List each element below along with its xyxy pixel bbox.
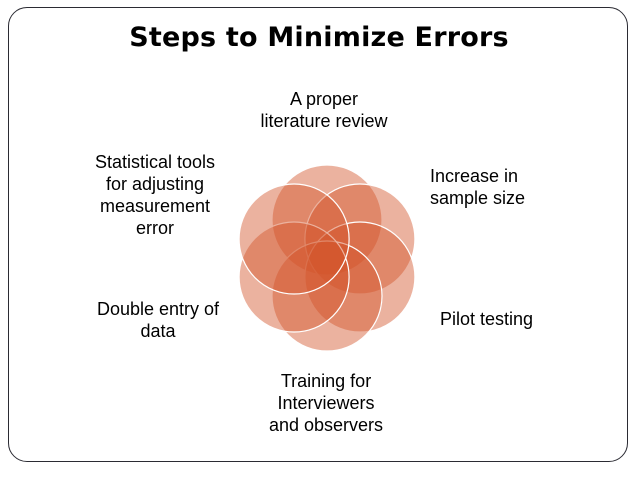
label-statistical-tools-for-adjusting-measurement-error: Statistical tools for adjusting measurem…: [72, 151, 238, 239]
venn-petal-5: [238, 221, 350, 333]
venn-petal-2: [304, 183, 416, 295]
slide-frame: [8, 7, 628, 462]
label-line: error: [135, 218, 174, 238]
label-line: Interviewers: [277, 393, 375, 413]
label-training-for-interviewers-and-observers: Training for Interviewers and observers: [226, 370, 426, 436]
label-line: Training for: [280, 371, 372, 391]
label-line: and observers: [268, 415, 384, 435]
venn-diagram: [232, 163, 422, 353]
label-line: measurement: [99, 196, 211, 216]
label-line: Increase in: [430, 166, 519, 186]
label-line: Double entry of: [96, 299, 220, 319]
venn-petal-1: [271, 164, 383, 276]
label-increase-in-sample-size: Increase in sample size: [430, 165, 596, 209]
label-line: data: [140, 321, 176, 341]
label-line: sample size: [430, 188, 526, 208]
label-line: Statistical tools: [94, 152, 216, 172]
label-pilot-testing: Pilot testing: [440, 308, 610, 330]
venn-petal-group: [238, 164, 416, 352]
label-line: A proper: [289, 89, 359, 109]
venn-petal-6: [238, 183, 350, 295]
page-title: Steps to Minimize Errors: [129, 22, 509, 53]
venn-petal-4: [271, 240, 383, 352]
label-line: Pilot testing: [440, 309, 534, 329]
label-line: literature review: [260, 111, 388, 131]
label-a-proper-literature-review: A proper literature review: [224, 88, 424, 132]
label-line: for adjusting: [105, 174, 205, 194]
label-double-entry-of-data: Double entry of data: [78, 298, 238, 342]
venn-petal-3: [304, 221, 416, 333]
